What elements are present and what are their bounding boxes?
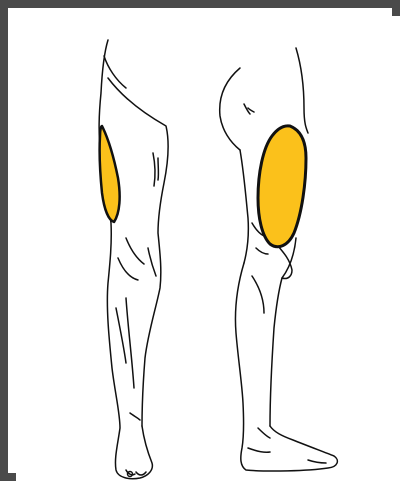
illustration-canvas bbox=[16, 16, 400, 481]
side-foot-detail-1 bbox=[248, 448, 270, 452]
side-leg-calf-back bbox=[235, 263, 337, 471]
front-calf-line bbox=[116, 308, 126, 363]
front-leg-hip-line bbox=[104, 56, 126, 88]
front-knee-detail-3 bbox=[148, 248, 156, 276]
side-view-leg bbox=[220, 48, 338, 471]
side-highlight-region bbox=[258, 126, 306, 247]
side-leg-shin-front bbox=[270, 238, 296, 426]
side-calf-detail bbox=[252, 276, 264, 313]
front-view-leg bbox=[99, 40, 168, 479]
side-leg-front-contour bbox=[296, 48, 308, 133]
legs-diagram bbox=[16, 16, 400, 481]
side-hip-crease bbox=[244, 104, 254, 114]
front-knee-detail-1 bbox=[126, 238, 144, 264]
front-highlight-region bbox=[100, 126, 120, 222]
side-leg-back-contour bbox=[220, 68, 240, 150]
front-ankle-detail bbox=[130, 413, 140, 420]
front-thigh-detail-1 bbox=[153, 153, 155, 186]
side-foot-detail-2 bbox=[308, 460, 326, 463]
front-leg-outer-contour bbox=[99, 40, 152, 479]
side-leg-thigh-back bbox=[240, 150, 248, 263]
front-shin-line bbox=[126, 298, 134, 388]
side-ankle-detail bbox=[258, 428, 270, 438]
front-knee-detail-2 bbox=[118, 258, 138, 280]
front-leg-inner-contour bbox=[108, 78, 168, 426]
